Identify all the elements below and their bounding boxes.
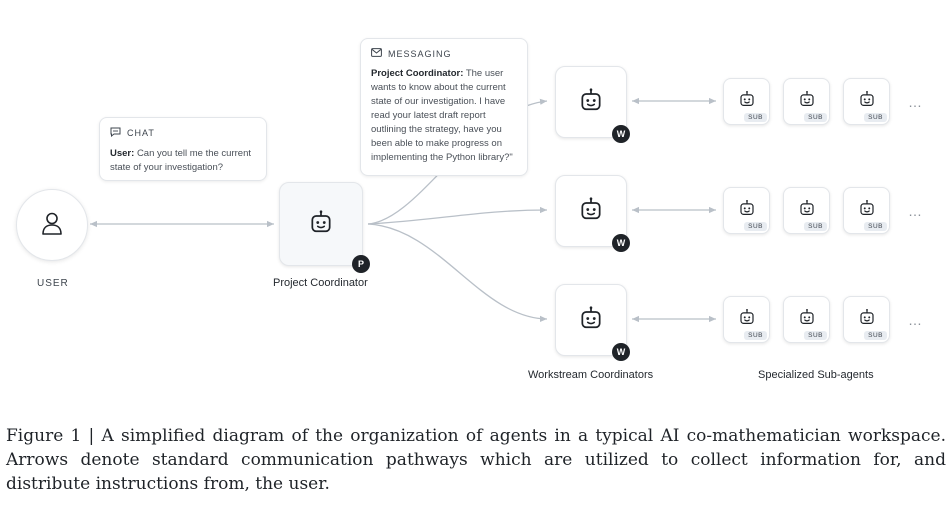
- workstream-coordinator-node: W: [555, 284, 630, 361]
- robot-icon: [858, 308, 876, 331]
- robot-icon: [308, 209, 334, 240]
- subagent-node: SUB: [843, 296, 890, 343]
- subagent-node: SUB: [723, 187, 770, 234]
- sub-tag: SUB: [744, 113, 767, 122]
- user-node: [16, 189, 88, 261]
- sub-tag: SUB: [744, 331, 767, 340]
- sub-tag: SUB: [864, 113, 887, 122]
- robot-icon: [738, 90, 756, 113]
- project-coordinator-label: Project Coordinator: [273, 277, 368, 289]
- subagent-node: SUB: [723, 78, 770, 125]
- robot-icon: [798, 308, 816, 331]
- sub-tag: SUB: [804, 113, 827, 122]
- robot-icon: [858, 90, 876, 113]
- robot-icon: [858, 199, 876, 222]
- robot-icon: [578, 196, 604, 227]
- subagents-label: Specialized Sub-agents: [758, 369, 874, 381]
- agent-organization-diagram: USER CHAT User: Can you tell me the curr…: [16, 38, 924, 381]
- chat-icon: [110, 127, 121, 139]
- coordinator-to-ws3-arrow: [367, 223, 548, 323]
- robot-icon: [738, 199, 756, 222]
- subagent-node: SUB: [783, 187, 830, 234]
- robot-icon: [798, 90, 816, 113]
- coordinator-to-ws2-arrow: [367, 206, 548, 225]
- robot-icon: [798, 199, 816, 222]
- chat-bubble: CHAT User: Can you tell me the current s…: [99, 117, 267, 181]
- messaging-header: MESSAGING: [388, 48, 452, 59]
- mail-icon: [371, 48, 382, 59]
- sub-tag: SUB: [864, 222, 887, 231]
- workstream-badge: W: [612, 343, 630, 361]
- sub-tag: SUB: [864, 331, 887, 340]
- project-coordinator-node: P: [279, 182, 370, 273]
- sub-tag: SUB: [744, 222, 767, 231]
- more-subagents: …: [908, 312, 924, 328]
- user-icon: [39, 210, 65, 241]
- chat-speaker: User:: [110, 148, 135, 159]
- workstream-coordinator-node: W: [555, 175, 630, 252]
- subagent-node: SUB: [783, 78, 830, 125]
- robot-icon: [578, 87, 604, 118]
- robot-icon: [738, 308, 756, 331]
- chat-message: User: Can you tell me the current state …: [110, 147, 256, 175]
- subagent-node: SUB: [843, 78, 890, 125]
- coordinator-badge: P: [352, 255, 370, 273]
- messaging-text: The user wants to know about the current…: [371, 68, 513, 163]
- workstream-coordinator-node: W: [555, 66, 630, 143]
- sub-tag: SUB: [804, 331, 827, 340]
- messaging-message: Project Coordinator: The user wants to k…: [371, 67, 517, 165]
- more-subagents: …: [908, 203, 924, 219]
- user-label: USER: [37, 278, 69, 289]
- subagent-node: SUB: [843, 187, 890, 234]
- workstream-badge: W: [612, 234, 630, 252]
- subagent-node: SUB: [783, 296, 830, 343]
- sub-tag: SUB: [804, 222, 827, 231]
- figure-caption: Figure 1 | A simplified diagram of the o…: [6, 426, 946, 494]
- chat-header: CHAT: [127, 128, 155, 138]
- subagent-node: SUB: [723, 296, 770, 343]
- robot-icon: [578, 305, 604, 336]
- chat-text: Can you tell me the current state of you…: [110, 148, 251, 173]
- more-subagents: …: [908, 94, 924, 110]
- messaging-bubble: MESSAGING Project Coordinator: The user …: [360, 38, 528, 176]
- workstream-badge: W: [612, 125, 630, 143]
- messaging-speaker: Project Coordinator:: [371, 68, 464, 79]
- workstream-coordinators-label: Workstream Coordinators: [528, 369, 654, 381]
